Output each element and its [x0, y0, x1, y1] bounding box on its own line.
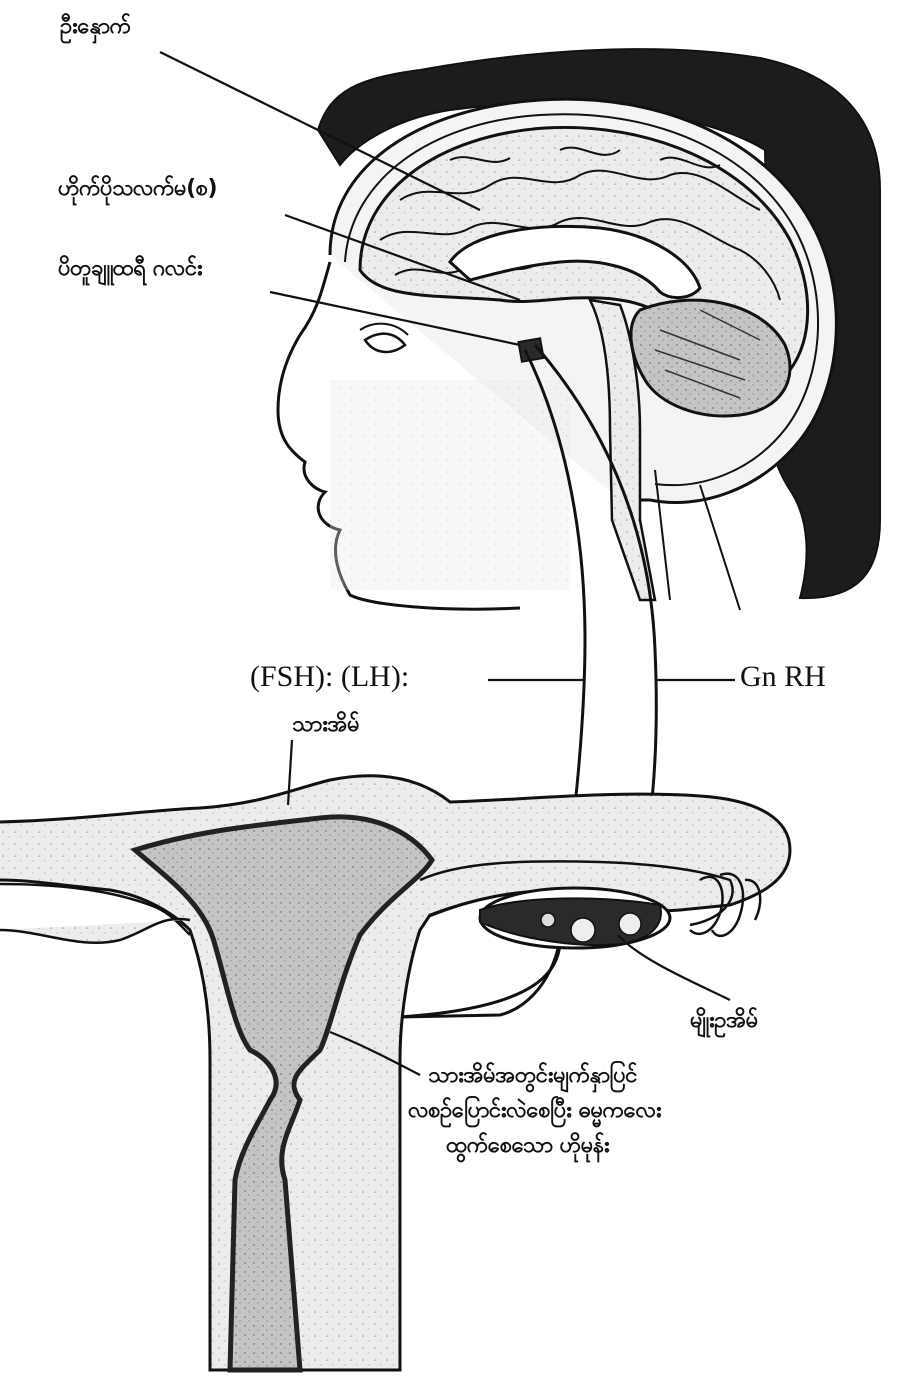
- eye: [365, 334, 405, 352]
- follicle: [619, 913, 641, 935]
- leader-ovary: [618, 935, 730, 1000]
- caption-line: သားအိမ်အတွင်းမျက်နှာပြင်: [428, 1058, 661, 1093]
- label-fsh-lh: (FSH): (LH):: [250, 660, 409, 695]
- label-uterus: သားအိမ်: [292, 712, 359, 737]
- caption-line: ထွက်စေသော ဟိုမုန်း: [446, 1128, 661, 1163]
- label-brain: ဦးနှောက်: [60, 14, 131, 39]
- caption-line: လစဉ်ပြောင်းလဲစေပြီး ဓမ္မကလေး: [408, 1093, 661, 1128]
- label-gnrh: Gn RH: [740, 660, 826, 695]
- label-ovary: မျိုးဥအိမ်: [690, 1008, 758, 1033]
- label-hypothalamus: ဟိုက်ပိုသလက်မ(စ): [58, 176, 217, 201]
- label-hormone-caption: သားအိမ်အတွင်းမျက်နှာပြင် လစဉ်ပြောင်းလဲစေ…: [428, 1058, 661, 1164]
- follicle: [571, 918, 595, 942]
- follicle: [541, 913, 555, 927]
- label-pituitary: ပိတူချူထရီ ဂလင်း: [58, 256, 202, 281]
